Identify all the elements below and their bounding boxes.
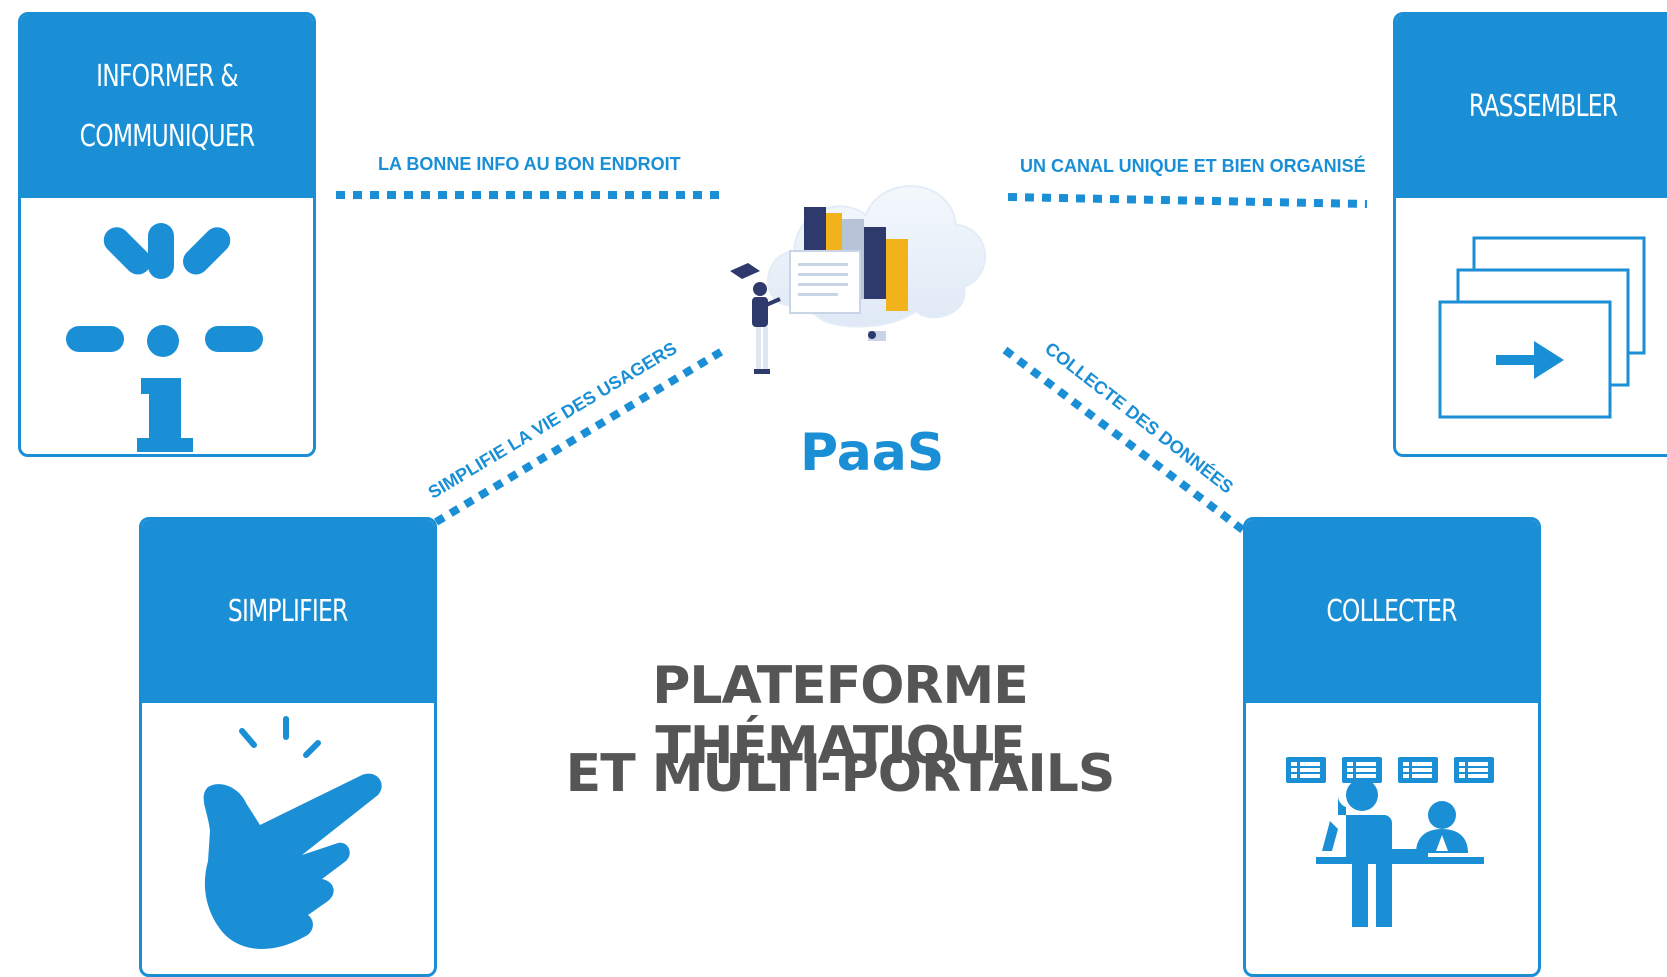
card-simplifier: SIMPLIFIER [139,517,437,977]
card-informer-header: INFORMER & COMMUNIQUER [21,15,313,198]
main-title-line2: ET MULTI-PORTAILS [565,744,1116,804]
card-informer-title: INFORMER & COMMUNIQUER [79,58,255,154]
card-simplifier-title: SIMPLIFIER [228,593,348,629]
finger-snap-icon [203,716,382,949]
service-desk-forms-icon [1286,757,1494,927]
card-rassembler: RASSEMBLER [1393,12,1667,457]
card-rassembler-header: RASSEMBLER [1396,15,1667,198]
cloud-library-person-icon [730,185,987,374]
info-burst-icon [66,223,263,452]
card-collecter: COLLECTER [1243,517,1541,977]
paas-label: PaaS [800,423,945,483]
connector-top-left [336,191,1368,534]
link-label-top-right: UN CANAL UNIQUE ET BIEN ORGANISÉ [1020,156,1366,176]
card-collecter-title: COLLECTER [1326,593,1458,629]
card-informer: INFORMER & COMMUNIQUER [18,12,316,457]
card-rassembler-title: RASSEMBLER [1468,88,1618,124]
link-label-top-left: LA BONNE INFO AU BON ENDROIT [378,154,681,174]
main-title-line1: PLATEFORME THÉMATIQUE [652,656,1028,776]
card-collecter-header: COLLECTER [1246,520,1538,703]
stacked-screens-arrow-icon [1438,236,1646,419]
card-simplifier-header: SIMPLIFIER [142,520,434,703]
